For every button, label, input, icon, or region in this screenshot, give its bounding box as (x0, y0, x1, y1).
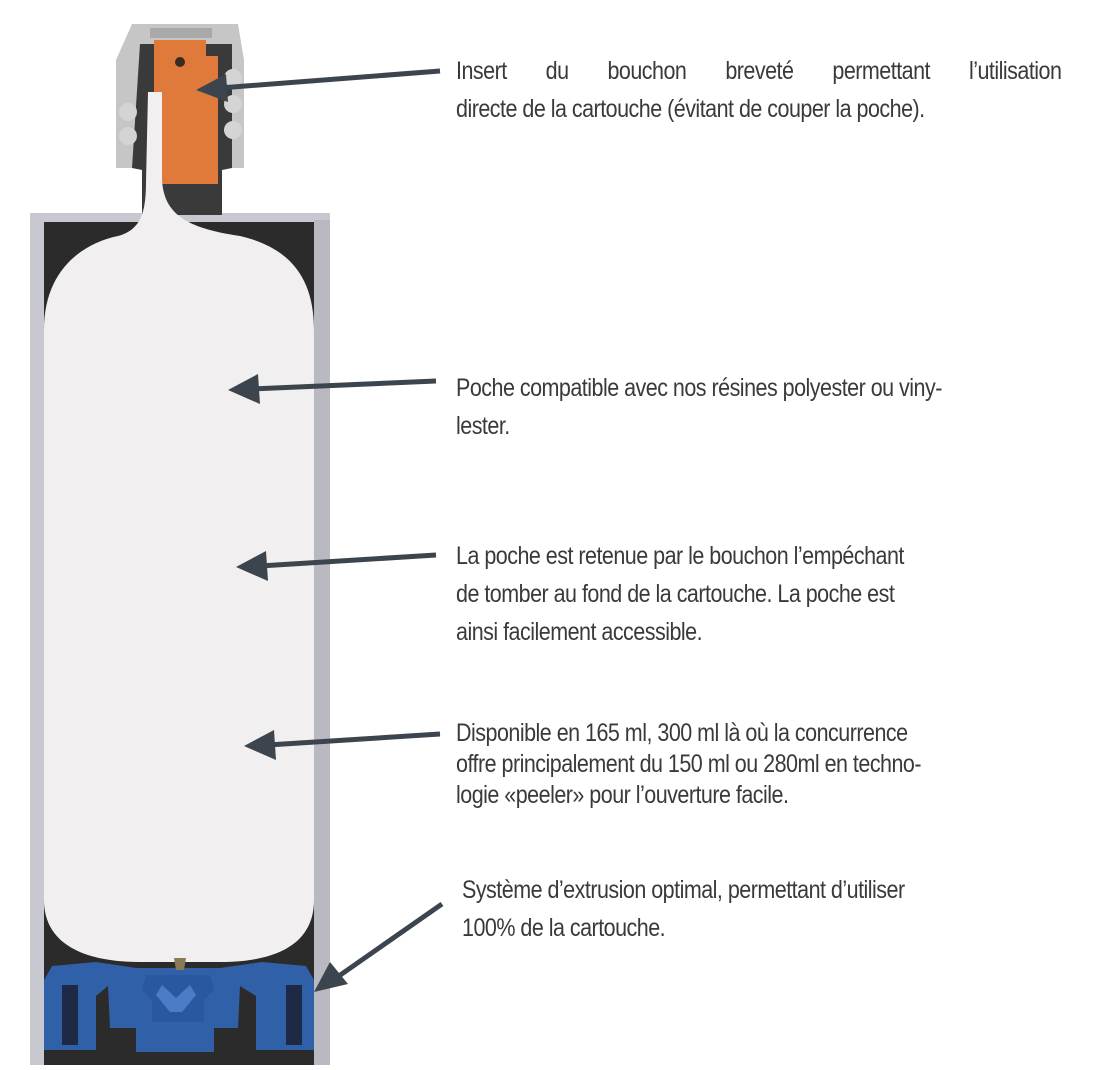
piston-vent (174, 958, 186, 970)
annotation-line: Insert du bouchon breveté permettant l’u… (456, 57, 1062, 85)
piston-slot-left (62, 985, 78, 1045)
annotation-line: ainsi facilement accessible. (456, 618, 703, 646)
callout-arrows (196, 68, 444, 992)
annotation-line: 100% de la cartouche. (462, 914, 666, 942)
piston-slot-right (286, 985, 302, 1045)
annotation-line: logie «peeler» pour l’ouverture facile. (456, 781, 789, 809)
annotation-pouch-retained: La poche est retenue par le bouchon l’em… (456, 537, 904, 651)
arrow-pouch-retained (236, 551, 437, 581)
annotation-line: lester. (456, 412, 510, 440)
annotation-line: offre principalement du 150 ml ou 280ml … (456, 750, 922, 778)
annotation-line: directe de la cartouche (évitant de coup… (456, 95, 925, 123)
annotation-extrusion: Système d’extrusion optimal, permettant … (462, 871, 905, 947)
cap-insert-orange (154, 40, 218, 184)
cartridge-wall-shadow (314, 220, 330, 1065)
cap-threads (119, 69, 242, 145)
arrow-volumes (244, 730, 441, 760)
arrow-pouch-compatibility (228, 374, 437, 404)
annotation-pouch-compatibility: Poche compatible avec nos résines polyes… (456, 369, 942, 445)
extrusion-piston (44, 958, 314, 1052)
annotation-line: Disponible en 165 ml, 300 ml là où la co… (456, 719, 908, 747)
arrow-cap-insert (196, 68, 441, 102)
piston-center-detail (156, 985, 196, 1012)
cap-top-ridge (150, 28, 212, 38)
annotation-line: Poche compatible avec nos résines polyes… (456, 374, 942, 402)
cap-insert-hole (175, 57, 185, 67)
annotation-line: La poche est retenue par le bouchon l’em… (456, 542, 904, 570)
annotation-cap-insert: Insert du bouchon breveté permettant l’u… (456, 52, 1062, 128)
annotation-line: de tomber au fond de la cartouche. La po… (456, 580, 895, 608)
pouch (44, 92, 314, 962)
annotation-volumes: Disponible en 165 ml, 300 ml là où la co… (456, 718, 922, 811)
annotation-line: Système d’extrusion optimal, permettant … (462, 876, 905, 904)
arrow-extrusion (314, 901, 444, 992)
